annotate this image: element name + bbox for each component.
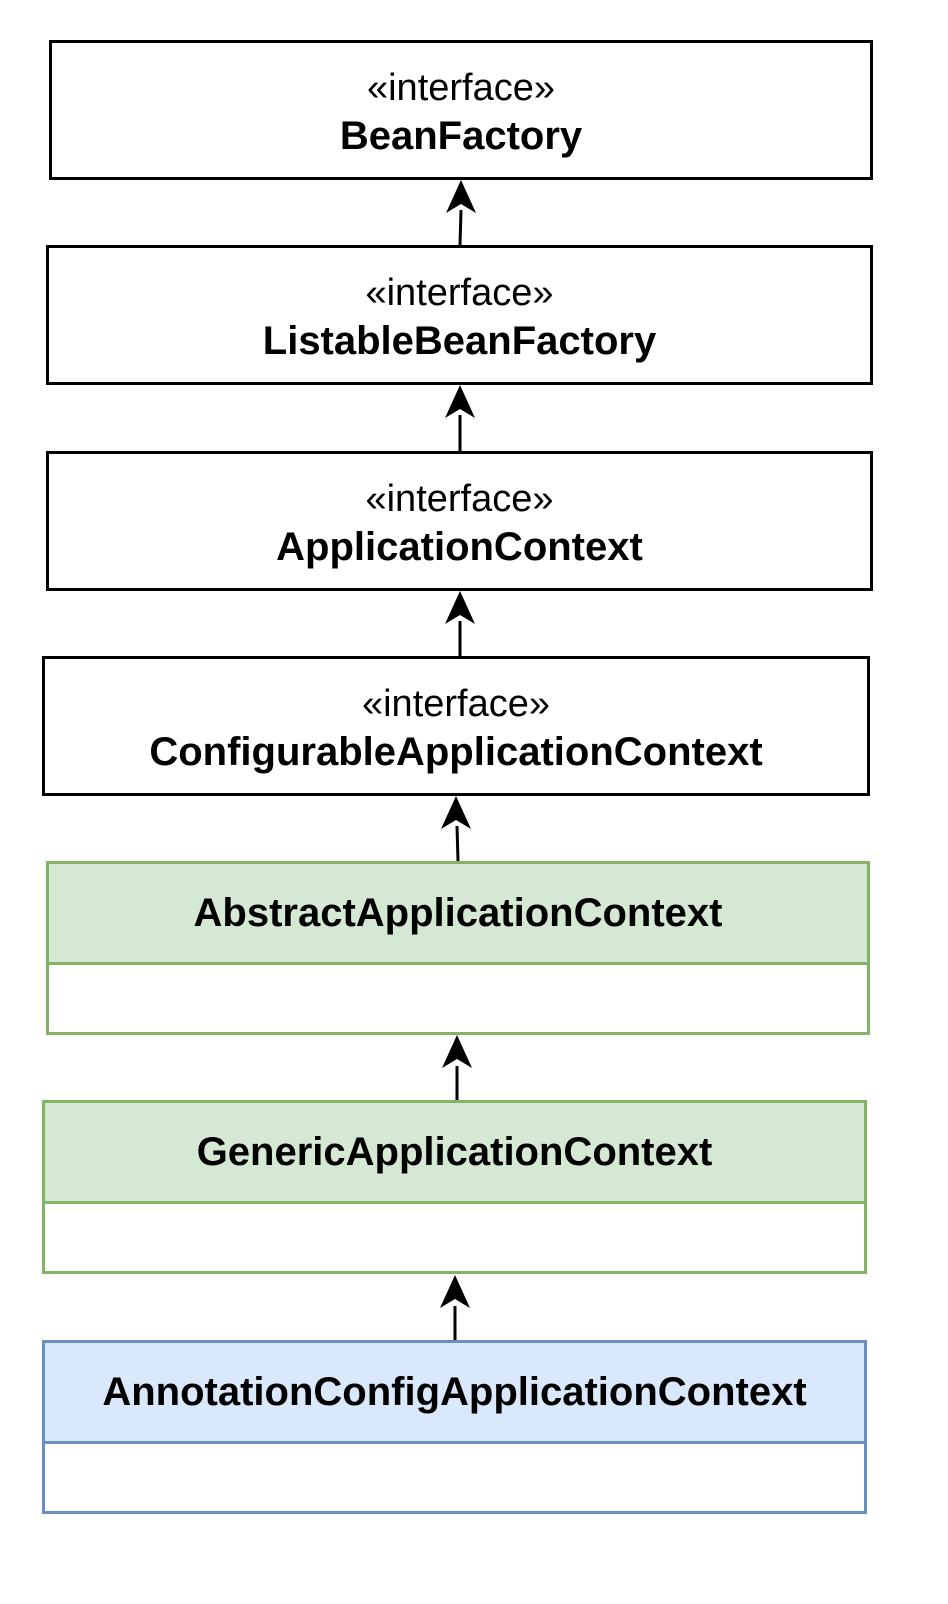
- arrow-listable-to-beanfactory: [446, 180, 476, 246]
- generic-application-context-class: GenericApplicationContext: [42, 1100, 867, 1274]
- arrow-generic-to-abstract: [442, 1035, 472, 1100]
- interface-name: ConfigurableApplicationContext: [149, 730, 763, 774]
- annotation-config-application-context-class: AnnotationConfigApplicationContext: [42, 1340, 867, 1514]
- interface-name: ListableBeanFactory: [262, 319, 657, 363]
- listable-bean-factory-interface: «interface» ListableBeanFactory: [46, 245, 873, 385]
- interface-stereotype: «interface»: [366, 67, 555, 109]
- class-name: AbstractApplicationContext: [49, 864, 867, 965]
- interface-stereotype: «interface»: [361, 683, 550, 725]
- bean-factory-interface: «interface» BeanFactory: [49, 40, 873, 180]
- arrow-configurable-to-applicationcontext: [445, 591, 475, 656]
- arrow-abstract-to-configurable: [441, 796, 471, 862]
- arrow-applicationcontext-to-listable: [445, 385, 475, 451]
- class-name: GenericApplicationContext: [45, 1103, 864, 1204]
- interface-stereotype: «interface»: [365, 478, 554, 520]
- interface-stereotype: «interface»: [365, 272, 554, 314]
- class-name: AnnotationConfigApplicationContext: [45, 1343, 864, 1444]
- configurable-application-context-interface: «interface» ConfigurableApplicationConte…: [42, 656, 870, 796]
- abstract-application-context-class: AbstractApplicationContext: [46, 861, 870, 1035]
- arrow-annotation-to-generic: [440, 1275, 470, 1340]
- interface-name: BeanFactory: [339, 114, 583, 158]
- application-context-interface: «interface» ApplicationContext: [46, 451, 873, 591]
- interface-name: ApplicationContext: [276, 525, 643, 569]
